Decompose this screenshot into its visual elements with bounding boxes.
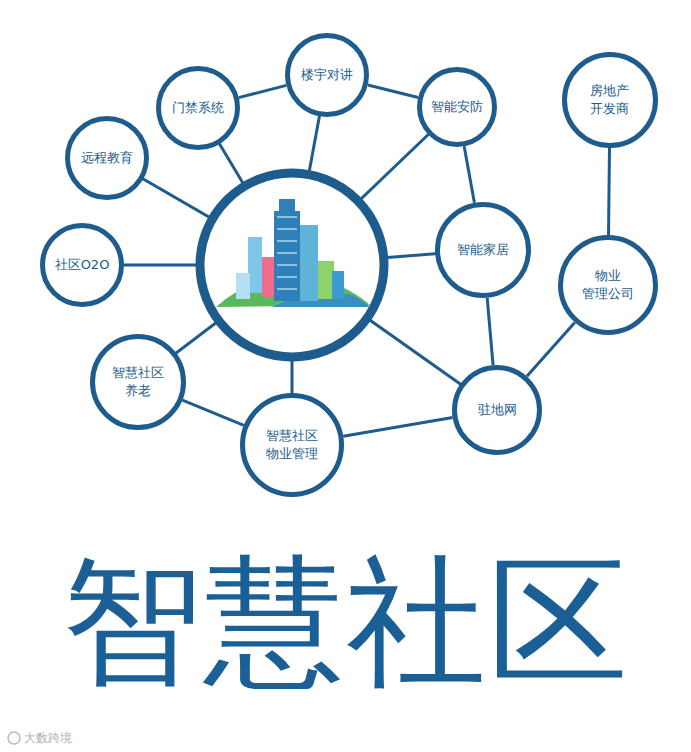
watermark-logo bbox=[8, 732, 20, 744]
topic-circle: 智慧社区 养老 bbox=[90, 334, 186, 430]
edge-lines bbox=[182, 85, 609, 436]
topic-text: 智能安防 bbox=[431, 98, 483, 116]
circle-outline bbox=[240, 393, 344, 497]
building bbox=[300, 225, 318, 301]
hub-circle bbox=[200, 173, 384, 357]
window-row bbox=[277, 252, 297, 254]
topic-text: 智慧社区 物业管理 bbox=[262, 427, 322, 462]
watermark: 大数跨境 bbox=[24, 731, 72, 745]
connector-line bbox=[182, 400, 243, 425]
topic-circle: 驻地网 bbox=[452, 365, 542, 455]
building bbox=[236, 273, 250, 299]
topic-text: 物业 管理公司 bbox=[578, 267, 638, 302]
topic-text: 社区O2O bbox=[55, 256, 110, 274]
building bbox=[262, 257, 274, 297]
topic-text: 楼宇对讲 bbox=[301, 66, 353, 84]
connector-line bbox=[607, 148, 611, 235]
connector-line bbox=[343, 418, 452, 437]
connector-line bbox=[239, 85, 287, 97]
window-row bbox=[277, 264, 297, 266]
window-row bbox=[277, 216, 297, 218]
building bbox=[332, 271, 344, 299]
windows bbox=[277, 217, 297, 289]
topic-circle: 远程教育 bbox=[65, 116, 149, 200]
circle-outline bbox=[558, 235, 658, 335]
diagram-title: 智慧社区 bbox=[0, 548, 691, 695]
connector-line bbox=[368, 85, 418, 97]
building-top bbox=[279, 199, 295, 213]
topic-text: 门禁系统 bbox=[172, 99, 224, 117]
topic-circle: 门禁系统 bbox=[156, 66, 240, 150]
topic-text: 驻地网 bbox=[478, 401, 517, 419]
building bbox=[318, 261, 334, 299]
topic-text: 房地产 开发商 bbox=[587, 82, 634, 117]
topic-text: 智慧社区 养老 bbox=[108, 364, 168, 399]
connector-line bbox=[487, 298, 493, 365]
topic-text: 远程教育 bbox=[81, 149, 133, 167]
window-row bbox=[277, 240, 297, 242]
circle-outline bbox=[90, 334, 186, 430]
topic-text: 智能家居 bbox=[457, 241, 509, 259]
connector-line bbox=[464, 146, 474, 202]
topic-circle: 物业 管理公司 bbox=[558, 235, 658, 335]
topic-circle: 社区O2O bbox=[40, 223, 124, 307]
topic-circle: 智能家居 bbox=[435, 202, 531, 298]
window-row bbox=[277, 276, 297, 278]
city-illustration bbox=[216, 199, 370, 307]
circle-outline bbox=[562, 52, 658, 148]
window-row bbox=[277, 228, 297, 230]
topic-circle: 房地产 开发商 bbox=[562, 52, 658, 148]
topic-circle: 智慧社区 物业管理 bbox=[240, 393, 344, 497]
hub-illustration bbox=[200, 173, 384, 357]
building bbox=[248, 237, 262, 293]
window-row bbox=[277, 288, 297, 290]
topic-circle: 楼宇对讲 bbox=[285, 33, 369, 117]
topic-circle: 智能安防 bbox=[417, 67, 497, 147]
connector-line bbox=[527, 322, 575, 376]
building bbox=[274, 211, 300, 301]
